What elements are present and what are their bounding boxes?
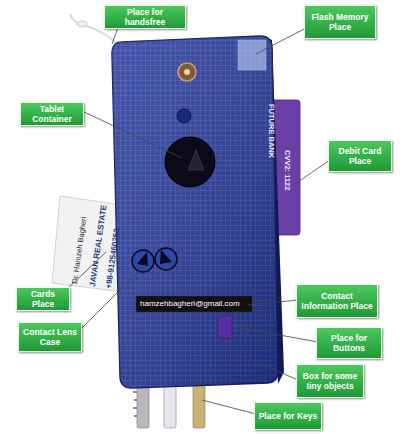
tablet-lid-mark — [188, 150, 204, 170]
callout-text: Cards Place — [20, 289, 66, 309]
callout-box: Place for Keys — [254, 402, 322, 430]
contact-info-bar — [136, 296, 252, 312]
lens-case — [155, 248, 177, 270]
callout-text: Place for Keys — [259, 411, 318, 421]
callout-text: Box for some tiny objects — [300, 371, 360, 391]
leader-line — [230, 326, 318, 342]
key — [193, 384, 205, 428]
illustration-text: FUTURE BANK — [267, 104, 277, 158]
flash-memory — [238, 40, 266, 70]
camera-lens — [178, 63, 196, 81]
callout-box: Place for handsfree — [104, 5, 186, 29]
lens-mark — [137, 252, 148, 266]
illustration-text: CVV2: 1122 — [283, 150, 293, 190]
callout-box: Contact Information Place — [296, 284, 378, 318]
callout-box: Tablet Container — [20, 102, 84, 126]
callout-text: Tablet Container — [24, 104, 80, 124]
callout-box: Box for some tiny objects — [296, 364, 364, 398]
callout-text: Contact Information Place — [300, 291, 374, 311]
callout-text: Contact Lens Case — [22, 327, 78, 347]
callout-box: Contact Lens Case — [18, 322, 82, 352]
callout-text: Debit Card Place — [332, 146, 388, 166]
leader-line — [256, 28, 306, 54]
callout-box: Flash Memory Place — [304, 5, 376, 39]
earbud — [77, 21, 87, 27]
lens-case — [132, 250, 154, 272]
leader-line — [248, 300, 298, 305]
illustration-text: hamzehbagheri@gmail.com — [140, 299, 240, 309]
callout-text: Place for handsfree — [108, 7, 182, 27]
key — [137, 382, 149, 428]
key-teeth — [133, 392, 137, 416]
button-panel — [218, 316, 232, 338]
leader-line — [82, 111, 182, 158]
leader-line — [292, 160, 330, 186]
callout-box: Cards Place — [16, 287, 70, 311]
callout-text: Place for Buttons — [320, 333, 378, 353]
leader-line — [202, 400, 256, 414]
key — [164, 384, 176, 428]
device-shading — [112, 36, 278, 388]
camera-glint — [184, 69, 190, 75]
callout-text: Flash Memory Place — [308, 12, 372, 32]
device-body — [112, 36, 278, 388]
lens-mark — [160, 250, 172, 264]
leader-line — [256, 362, 298, 380]
tablet-container — [165, 137, 215, 187]
callout-box: Debit Card Place — [328, 140, 392, 172]
small-button — [177, 109, 191, 123]
callout-box: Place for Buttons — [316, 327, 382, 359]
